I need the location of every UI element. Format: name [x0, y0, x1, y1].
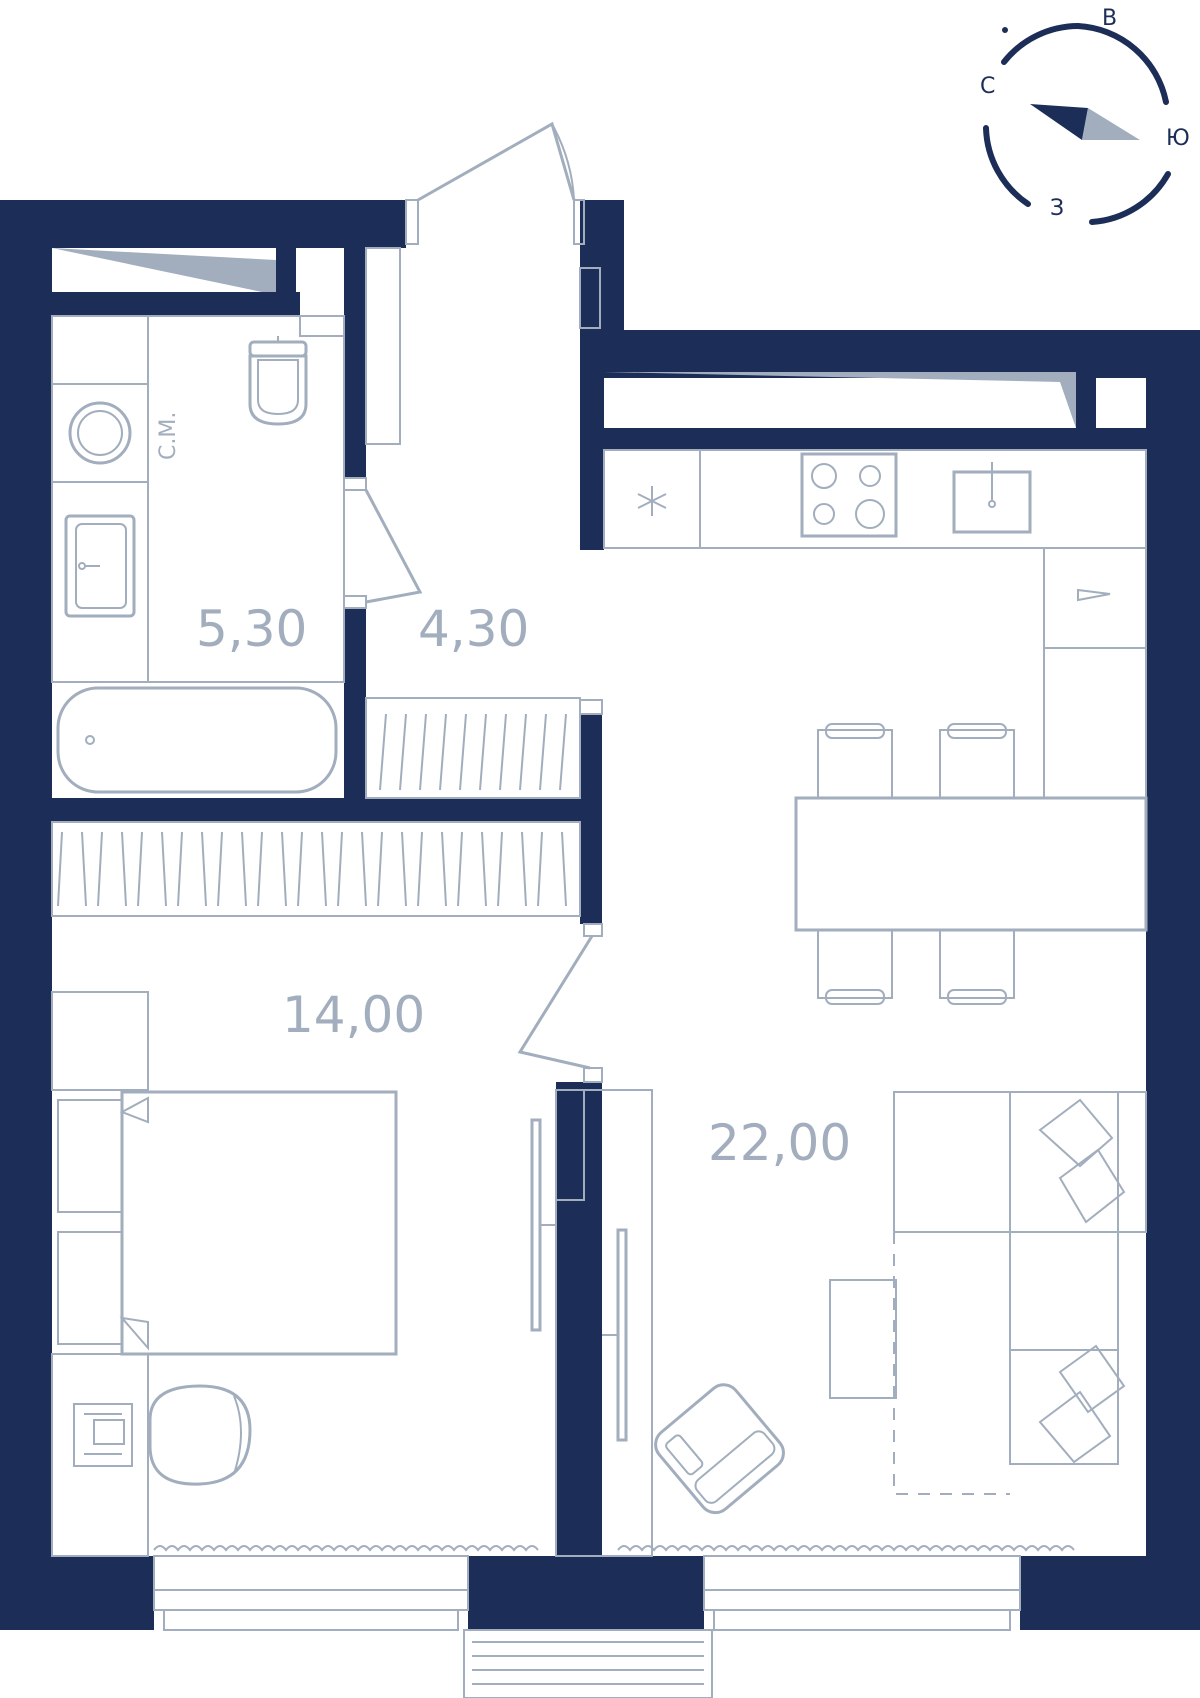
windows [153, 1555, 1021, 1698]
cushion-icon [1038, 1098, 1114, 1168]
wall-right [1146, 330, 1200, 1630]
wall-top-left [0, 200, 406, 248]
washing-machine-drum-icon [68, 401, 132, 465]
hood-icon [1077, 588, 1111, 602]
wall-bottom-3 [1020, 1556, 1200, 1630]
tv-living-icon [616, 1228, 628, 1442]
stove-icon [800, 452, 898, 538]
table-icon [794, 796, 1148, 932]
compass-letter-north: С [980, 74, 996, 99]
compass-letter-west: З [1050, 196, 1065, 221]
bedroom-furniture [51, 991, 556, 1557]
wall-bed-living [556, 1082, 602, 1556]
wall-bath-hall-lower [344, 608, 366, 798]
area-bedroom: 14,00 [282, 986, 426, 1044]
compass-letter-east: В [1102, 6, 1118, 31]
walls [0, 200, 1200, 1630]
area-bathroom: 5,30 [196, 600, 308, 658]
balcony-step [463, 1629, 713, 1698]
wall-bath-shaft [52, 292, 300, 316]
hall-closet [365, 697, 603, 799]
area-kitchen-living: 22,00 [708, 1114, 852, 1172]
chair-icon [939, 729, 1015, 799]
bed-icon [120, 1090, 398, 1356]
armchair-icon [148, 1384, 252, 1486]
wall-bath-hall-upper [344, 248, 366, 478]
dining-table [794, 723, 1148, 1005]
wall-shaft-side [276, 248, 296, 316]
wall-left [0, 200, 52, 1630]
chair-icon [817, 929, 893, 999]
entry-door[interactable] [405, 121, 601, 329]
chair-icon [817, 729, 893, 799]
hall-shelf [365, 247, 401, 445]
cushion-icon [1058, 1148, 1126, 1224]
sofa-icon [893, 1091, 1147, 1233]
wall-kitchen-shaft-side [1076, 372, 1096, 428]
compass [983, 23, 1171, 225]
tv-bedroom-icon [530, 1118, 542, 1332]
bedroom-wardrobe [51, 821, 581, 917]
wall-bottom-1 [0, 1556, 154, 1630]
toilet-icon [248, 340, 308, 358]
area-hallway: 4,30 [418, 600, 530, 658]
wall-kitchen-shaft [604, 428, 1146, 450]
compass-needle-south [1082, 108, 1140, 140]
bathroom-door[interactable] [343, 477, 423, 609]
bedroom-door[interactable] [517, 923, 603, 1083]
living-area [555, 1089, 1147, 1557]
wall-hall-closet [580, 714, 602, 924]
bathroom-fixtures [51, 315, 345, 794]
washing-machine [51, 383, 149, 483]
wall-top-right [580, 330, 1200, 378]
shaft-shade-kitchen [604, 372, 1076, 428]
bathroom-sink-icon [64, 514, 136, 618]
wall-bath-bed [52, 798, 602, 822]
cushion-icon [1058, 1344, 1126, 1414]
wall-kitchen-upper [580, 330, 604, 550]
desk-lamp-icon [73, 1403, 133, 1467]
kitchen [603, 449, 1147, 799]
wall-bottom-2 [468, 1556, 704, 1630]
chair-icon [939, 929, 1015, 999]
freezer-icon [637, 486, 667, 516]
living-armchair-icon [654, 1383, 785, 1515]
window-living [703, 1555, 1021, 1611]
compass-needle-north [1030, 104, 1088, 140]
compass-letter-south: Ю [1166, 126, 1190, 151]
shaft-shade-bath [52, 248, 276, 292]
window-bedroom [153, 1555, 469, 1611]
bathtub-icon [56, 686, 338, 794]
washing-machine-label: С.М. [156, 411, 181, 460]
cushion-icon [1038, 1390, 1112, 1464]
coffee-table-icon [829, 1279, 897, 1399]
wall-top-stub [580, 200, 624, 330]
